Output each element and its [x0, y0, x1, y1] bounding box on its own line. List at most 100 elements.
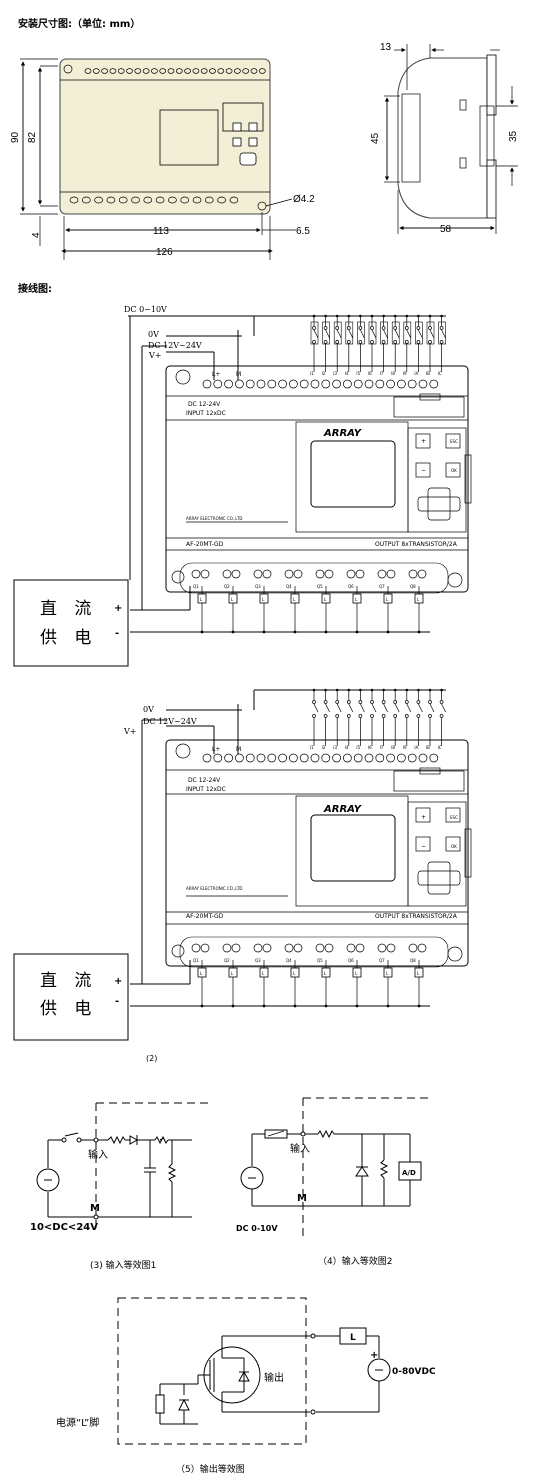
input-equiv-2: [240, 1097, 430, 1240]
switch-contact: [335, 326, 340, 330]
w1-company: ARRAY ELECTRONIC CO.,LTD: [186, 516, 242, 521]
output-terminal-label: Q4: [286, 958, 292, 963]
w2-m: M: [236, 746, 241, 753]
input-terminal-label: I7: [380, 371, 384, 376]
terminal-screw: [278, 379, 287, 389]
key-ok: [445, 836, 461, 852]
output-terminal-label: Q7: [379, 584, 385, 589]
terminal-screw: [235, 379, 244, 389]
switch-arm: [406, 703, 412, 713]
w1-zero-v: 0V: [148, 330, 159, 339]
sensor-box: [310, 321, 319, 345]
terminal-screw: [117, 68, 125, 74]
terminal-screw: [131, 196, 140, 204]
sensor-box: [438, 321, 446, 345]
switch-arm: [383, 703, 388, 713]
terminal-screw: [213, 753, 223, 763]
lcd-screen: [310, 440, 396, 508]
terminal-screw: [386, 379, 395, 389]
switch-arm: [394, 329, 400, 339]
sensor-box: [391, 321, 400, 345]
key-minus: [415, 836, 431, 852]
key-esc: [445, 433, 461, 449]
switch-arm: [325, 703, 330, 713]
plc-body: [165, 739, 469, 967]
switch-contact: [381, 714, 386, 718]
w2-company: ARRAY ELECTRONIC CO.,LTD: [186, 886, 242, 891]
terminal-screw: [224, 753, 233, 763]
key-minus: [415, 462, 431, 478]
switch-contact: [323, 700, 328, 704]
terminal-screw: [192, 68, 200, 74]
junction: [324, 314, 327, 318]
switch-arm: [313, 703, 319, 713]
key-plus: [415, 807, 431, 823]
junction: [440, 688, 443, 692]
equiv2-input: 输入: [290, 1142, 310, 1155]
output-terminal-label: Q8: [410, 584, 416, 589]
terminal-screw: [159, 68, 167, 74]
terminal-screw: [353, 379, 363, 389]
junction: [359, 314, 362, 318]
front-dimensions: [20, 58, 296, 260]
junction: [312, 688, 316, 692]
w2-zero-v: 0V: [143, 705, 154, 714]
w1-btn-ok: OK: [451, 468, 457, 473]
output-terminal-label: Q3: [255, 958, 261, 963]
w1-dc-0-10: DC 0~10V: [124, 305, 167, 314]
w2-minus: -: [115, 996, 119, 1007]
mount-hole: [171, 944, 185, 958]
output-screw: [386, 943, 396, 953]
output-screw: [386, 569, 396, 579]
terminal-screw: [84, 68, 92, 74]
load-label: L: [231, 971, 234, 976]
terminal-screw: [429, 753, 439, 763]
output-screw: [417, 943, 427, 953]
switch-arm: [429, 329, 435, 339]
junction: [370, 688, 374, 692]
input-terminal-label: I8: [391, 371, 395, 376]
output-screw: [408, 569, 418, 579]
key-ok: [445, 462, 461, 478]
junction: [405, 314, 409, 318]
switch-arm: [336, 329, 342, 339]
terminal-screw: [101, 68, 108, 74]
terminal-screw: [256, 379, 266, 389]
w1-l-plus: L+: [212, 371, 220, 378]
load-label: L: [231, 597, 234, 602]
w2-l-plus: L+: [212, 746, 220, 753]
switch-contact: [323, 340, 328, 344]
output-terminal-label: Q4: [286, 584, 292, 589]
load-label: L: [324, 597, 327, 602]
terminal-screw: [299, 379, 309, 389]
switch-contact: [428, 326, 432, 330]
dim-82: 82: [27, 131, 38, 143]
terminal-screw: [429, 379, 439, 389]
dpad: [427, 861, 451, 895]
dpad: [417, 870, 461, 886]
equiv3-output: 输出: [264, 1371, 284, 1384]
key-plus: [415, 433, 431, 449]
w1-plus: +: [114, 603, 122, 614]
w1-brand: ARRAY: [323, 428, 363, 439]
terminal-screw: [155, 196, 165, 204]
load-label: L: [417, 597, 420, 602]
switch-contact: [381, 700, 386, 704]
switch-contact: [404, 340, 409, 344]
dim-35: 35: [508, 130, 519, 142]
output-terminal-label: Q3: [255, 584, 261, 589]
terminal-screw: [192, 196, 202, 204]
output-screw: [222, 569, 232, 579]
output-screw: [324, 569, 334, 579]
output-terminal-label: Q2: [224, 958, 230, 963]
load-label: L: [262, 597, 265, 602]
equiv3-plus: +: [370, 1350, 378, 1361]
dc-supply-box: [13, 579, 129, 667]
mount-hole: [175, 369, 191, 385]
load-label: L: [386, 971, 389, 976]
junction: [335, 688, 339, 692]
equiv2-range: DC 0-10V: [236, 1224, 278, 1233]
input-terminal-label: I1: [310, 371, 314, 376]
terminal-screw: [81, 196, 91, 204]
output-screw: [200, 569, 210, 579]
